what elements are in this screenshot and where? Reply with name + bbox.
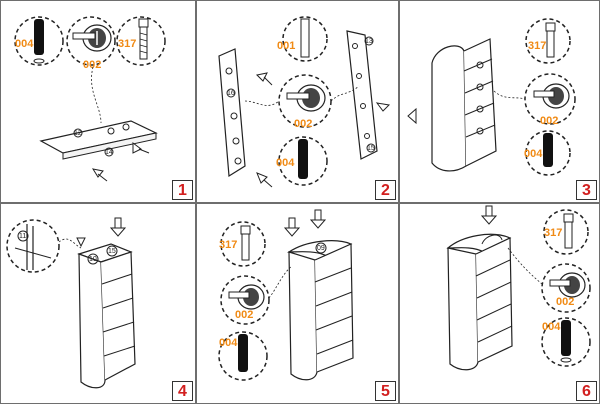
cabinet-with-crown [446,233,513,371]
connector-001-callout: 001 [277,16,328,62]
ref-label: 14 [105,149,113,156]
part-code-317: 317 [528,40,546,52]
part-code-317: 317 [544,227,562,239]
dowel-004-callout: 004 [218,331,268,381]
part-code-317: 317 [219,239,237,251]
step-panel-4: 11 10 15 4 [0,203,196,404]
step-number-badge: 3 [576,180,597,200]
arrow-icon [375,102,391,112]
arrow-icon [407,107,417,125]
cam-002-callout: 002 [278,74,332,130]
cam-lock-icon [72,24,112,52]
ref-label: 09 [317,245,325,252]
step-number-badge: 1 [172,180,193,200]
dowel-004-callout: 004 [276,136,328,186]
ref-label: 15 [108,248,116,255]
arrow-icon [256,172,273,188]
ref-label: 12 [74,130,82,137]
step-number-badge: 2 [375,180,396,200]
detail-callout [6,219,60,273]
step-panel-1: 004 002 [0,0,196,203]
cam-bolt-icon [138,18,149,60]
part-code-002: 002 [294,118,312,130]
step-panel-3: 317 002 004 3 [399,0,600,203]
step-panel-5: 317 002 004 [196,203,399,404]
arrow-icon [132,142,150,154]
part-code-317: 317 [118,38,136,50]
cam-bolt-icon [300,18,310,58]
ref-label: 10 [89,256,97,263]
ref-label: 13 [365,38,373,45]
cabinet-body [77,243,136,389]
cam-lock-icon [228,284,265,310]
cabinet-frame [431,38,497,172]
bolt-317-callout: 317 [525,18,571,64]
part-code-004: 004 [219,337,238,349]
arrow-icon [109,217,127,237]
arrow-icon [91,168,108,182]
part-code-004: 004 [15,38,34,50]
step-panel-2: 16 13 15 001 [196,0,399,203]
cam-lock-icon [533,83,570,109]
ref-label: 16 [227,90,235,97]
cam-002-callout: 002 [541,263,591,313]
dowel-icon [543,133,553,167]
arrow-icon [76,237,86,248]
cam-lock-icon [286,84,326,112]
part-code-004: 004 [542,321,561,333]
ref-label: 11 [19,233,26,240]
cam-lock-icon [549,272,586,298]
cabinet-body [287,240,354,381]
cam-bolt-icon [563,213,574,249]
part-code-002: 002 [540,115,558,127]
dowel-icon [298,139,308,179]
ref-label: 15 [367,145,375,152]
part-code-004: 004 [276,157,295,169]
side-panel-right [346,30,378,160]
arrow-icon [480,205,498,225]
cam-002-callout: 002 [524,73,576,127]
part-code-002: 002 [83,59,101,71]
part-code-001: 001 [277,40,295,52]
step-number-badge: 6 [576,381,597,401]
step-panel-6: 317 002 004 6 [399,203,600,404]
dowel-004-callout: 004 [524,130,571,176]
dowel-icon [34,19,44,55]
arrow-icon [283,217,301,237]
cam-bolt-icon [240,225,251,261]
part-code-004: 004 [524,148,543,160]
bolt-317-callout: 317 [543,209,589,255]
part-code-002: 002 [235,309,253,321]
step-number-badge: 4 [172,381,193,401]
arrow-icon [309,209,327,229]
dowel-icon [561,320,571,356]
step-number-badge: 5 [375,381,396,401]
shelf-board [39,120,158,160]
bolt-317-callout: 317 [219,221,266,267]
dowel-icon [238,334,248,372]
dowel-004-callout: 004 [14,16,64,66]
side-panel-left [218,48,246,178]
cam-002-callout: 002 [66,16,116,71]
cam-bolt-icon [545,22,556,58]
cam-002-callout: 002 [220,275,270,325]
part-code-002: 002 [556,296,574,308]
bolt-317-callout: 317 [116,16,166,66]
dowel-004-callout: 004 [541,317,591,367]
arrow-icon [255,72,273,86]
